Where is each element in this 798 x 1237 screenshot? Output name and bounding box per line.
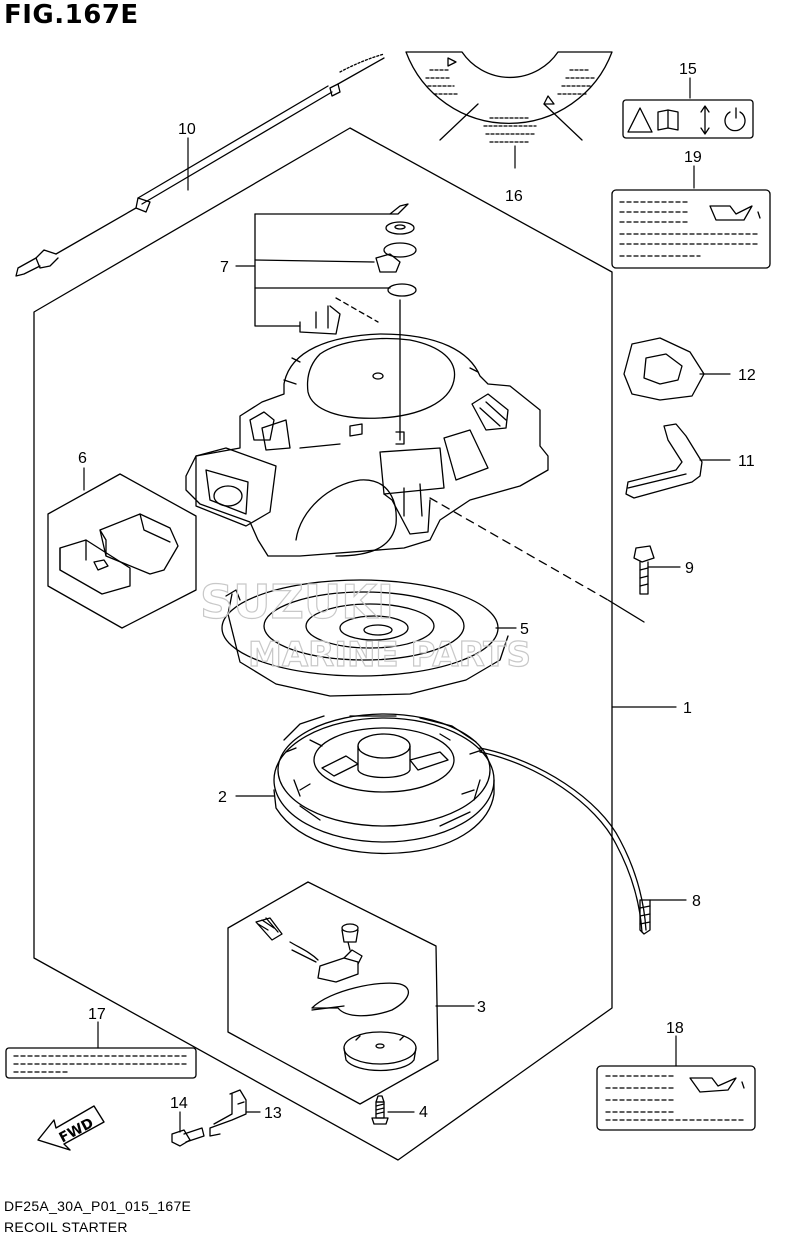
callout-18: 18 — [666, 1020, 684, 1037]
decal-part-15 — [622, 99, 754, 139]
callout-2: 2 — [218, 789, 227, 806]
callout-3: 3 — [477, 999, 486, 1016]
starter-case — [185, 333, 549, 557]
label-part-16 — [405, 51, 613, 143]
spring-part-5 — [221, 579, 509, 697]
callout-17: 17 — [88, 1006, 106, 1023]
screw-part-4 — [371, 1095, 389, 1125]
screw-part-14 — [171, 1127, 205, 1147]
callout-16: 16 — [505, 188, 523, 205]
label-part-18 — [596, 1065, 756, 1131]
watermark: SUZUKI MARINE PARTS — [199, 574, 531, 675]
figure-title: FIG.167E — [4, 0, 139, 30]
callout-11: 11 — [738, 453, 755, 470]
fwd-label: FWD — [57, 1115, 97, 1146]
leader-lines — [83, 77, 731, 1133]
callout-15: 15 — [679, 61, 697, 78]
pawl-kit-part-3 — [227, 881, 439, 1105]
callout-7: 7 — [220, 259, 229, 276]
rope-part-8 — [479, 747, 651, 935]
callout-1: 1 — [683, 700, 692, 717]
callout-6: 6 — [78, 450, 87, 467]
bracket-part-13 — [209, 1089, 247, 1137]
callout-4: 4 — [419, 1104, 428, 1121]
guide-part-11 — [625, 423, 703, 499]
fwd-arrow — [37, 1105, 105, 1151]
parts-group-7 — [254, 203, 417, 335]
callout-14: 14 — [170, 1095, 188, 1112]
cable-part-10 — [15, 53, 385, 277]
reel-part-2 — [273, 713, 495, 855]
callout-13: 13 — [264, 1105, 282, 1122]
handle-part-6 — [47, 473, 197, 629]
callout-19: 19 — [684, 149, 702, 166]
assembly-outline — [33, 127, 613, 1161]
bolt-part-9 — [633, 545, 655, 595]
callout-9: 9 — [685, 560, 694, 577]
label-part-17 — [5, 1047, 197, 1079]
callout-5: 5 — [520, 621, 529, 638]
callout-8: 8 — [692, 893, 701, 910]
watermark-line1: SUZUKI — [200, 575, 394, 629]
watermark-line2: MARINE PARTS — [248, 635, 531, 675]
figure-code: DF25A_30A_P01_015_167E — [4, 1198, 192, 1214]
callout-10: 10 — [178, 121, 196, 138]
callout-12: 12 — [738, 367, 756, 384]
label-part-19 — [611, 189, 771, 269]
callout-numbers: 1 2 3 4 5 6 7 8 9 10 11 12 13 14 15 16 1… — [78, 61, 756, 1122]
figure-name: RECOIL STARTER — [4, 1219, 128, 1235]
handle-part-12 — [623, 337, 705, 401]
